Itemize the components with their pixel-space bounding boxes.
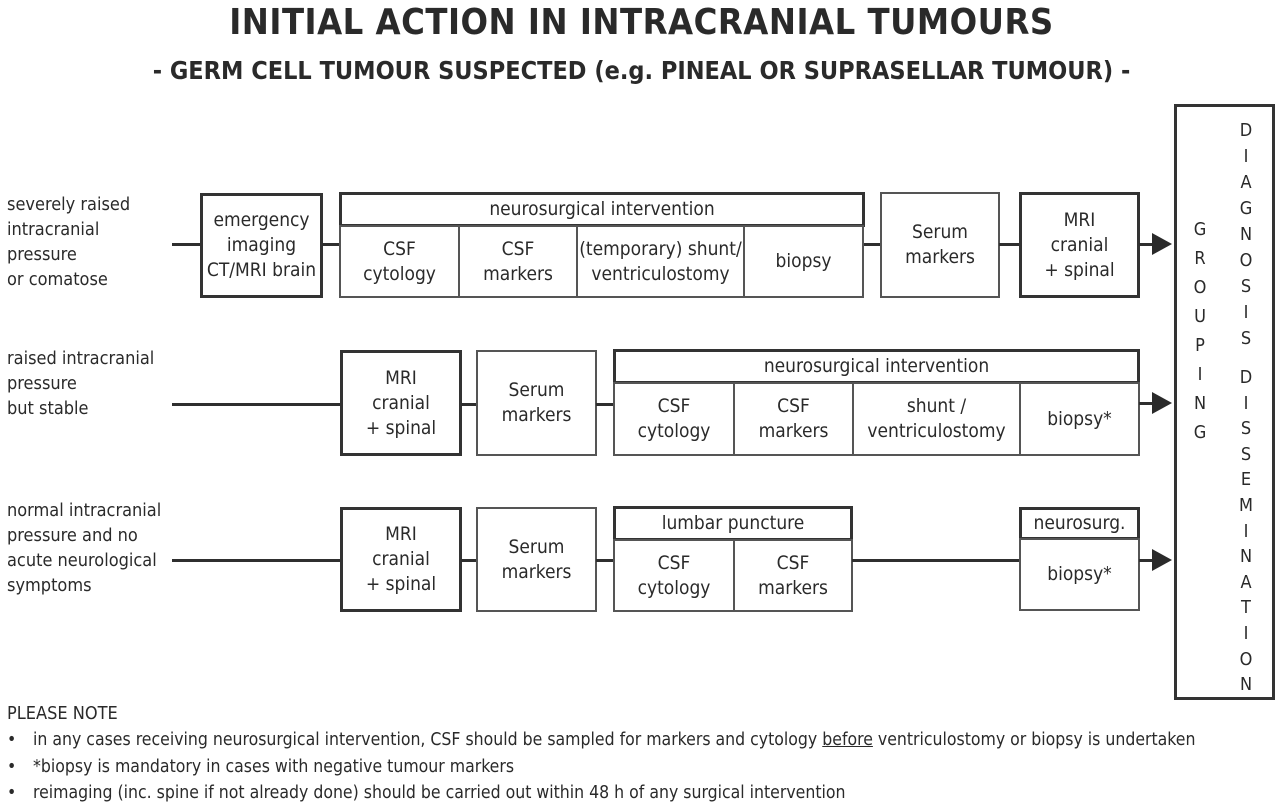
row2-neurosurgical-intervention-header: neurosurgical intervention — [613, 349, 1140, 384]
row2-biopsy-box: biopsy* — [1019, 382, 1140, 456]
row1-condition-label: severely raised intracranial pressure or… — [7, 194, 131, 290]
row2-connector-1 — [461, 403, 478, 406]
row3-csf-cytology-box: CSF cytology — [613, 539, 735, 612]
row1-arrow — [1152, 233, 1172, 255]
row1-connector-2 — [864, 243, 882, 246]
row1-csf-cytology-box: CSF cytology — [339, 225, 460, 298]
row1-connector-1 — [322, 243, 340, 246]
row2-arrow — [1152, 392, 1172, 414]
row3-biopsy-box: biopsy* — [1019, 538, 1140, 611]
row2-mri-cranial-spinal-box: MRI cranial + spinal — [340, 350, 462, 456]
note-3-text: reimaging (inc. spine if not already don… — [33, 783, 846, 803]
diagram-subtitle: - GERM CELL TUMOUR SUSPECTED (e.g. PINEA… — [152, 56, 1131, 85]
row3-lumbar-puncture-header: lumbar puncture — [613, 506, 853, 541]
row3-arrow — [1152, 549, 1172, 571]
row1-csf-markers-box: CSF markers — [458, 225, 578, 298]
note-2-text: *biopsy is mandatory in cases with negat… — [33, 757, 515, 777]
row2-csf-cytology-box: CSF cytology — [613, 382, 735, 456]
row3-serum-markers-box: Serum markers — [476, 507, 597, 612]
note-1-emphasis: before — [822, 730, 873, 750]
note-1-text-b: ventriculostomy or biopsy is undertaken — [872, 730, 1196, 750]
bullet-icon: • — [7, 757, 17, 777]
row3-csf-markers-box: CSF markers — [733, 539, 853, 612]
row2-shunt-ventriculostomy-box: shunt / ventriculostomy — [852, 382, 1021, 456]
bullet-icon: • — [7, 730, 17, 750]
row1-connector-3 — [999, 243, 1021, 246]
row2-connector-2 — [596, 403, 614, 406]
row3-condition-label: normal intracranial pressure and no acut… — [7, 500, 162, 596]
row3-connector-3 — [852, 559, 1021, 562]
row3-neurosurg-header: neurosurg. — [1019, 507, 1140, 540]
row3-connector-1 — [461, 559, 478, 562]
row1-emergency-imaging-box: emergency imaging CT/MRI brain — [200, 193, 323, 298]
row1-biopsy-box: biopsy — [743, 225, 864, 298]
diagram-title: INITIAL ACTION IN INTRACRANIAL TUMOURS — [229, 2, 1054, 43]
grouping-diagnosis-dissemination-box — [1174, 104, 1275, 700]
row2-connector-3 — [1139, 402, 1153, 405]
row3-connector-2 — [596, 559, 614, 562]
row1-mri-cranial-spinal-box: MRI cranial + spinal — [1019, 192, 1140, 298]
row2-csf-markers-box: CSF markers — [733, 382, 854, 456]
bullet-icon: • — [7, 783, 17, 803]
note-1-text-a: in any cases receiving neurosurgical int… — [33, 730, 823, 750]
notes-title: PLEASE NOTE — [7, 703, 118, 724]
row2-condition-label: raised intracranial pressure but stable — [7, 348, 155, 419]
row1-serum-markers-box: Serum markers — [880, 192, 1000, 298]
row1-neurosurgical-intervention-header: neurosurgical intervention — [339, 192, 865, 227]
row2-connector-start — [172, 403, 342, 406]
note-item-3: • reimaging (inc. spine if not already do… — [7, 783, 845, 803]
row3-connector-start — [172, 559, 342, 562]
row3-connector-4 — [1139, 559, 1153, 562]
row1-connector-4 — [1139, 243, 1153, 246]
row1-connector-start — [172, 243, 202, 246]
note-item-2: • *biopsy is mandatory in cases with nega… — [7, 757, 514, 777]
row1-shunt-ventriculostomy-box: (temporary) shunt/ ventriculostomy — [576, 225, 745, 298]
note-item-1: • in any cases receiving neurosurgical in… — [7, 730, 1195, 750]
row2-serum-markers-box: Serum markers — [476, 350, 597, 456]
row3-mri-cranial-spinal-box: MRI cranial + spinal — [340, 507, 462, 612]
